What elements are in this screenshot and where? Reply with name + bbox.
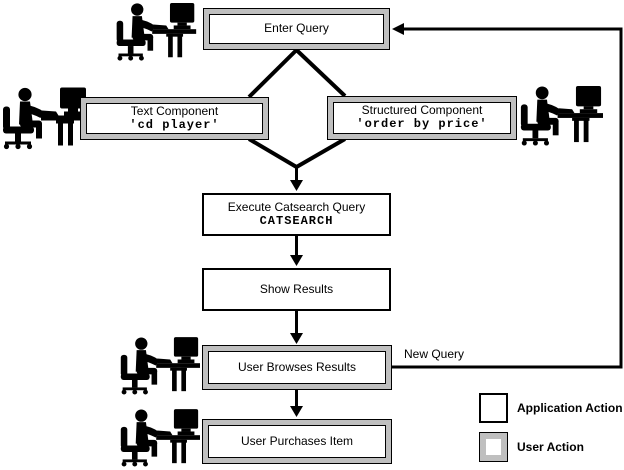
person-at-computer-icon xyxy=(111,3,199,61)
node-user-purchases-item: User Purchases Item xyxy=(202,419,392,464)
node-label: Enter Query xyxy=(264,21,329,36)
arrowhead-into-show xyxy=(290,255,303,266)
person-at-computer-icon xyxy=(118,334,200,398)
node-user-browses-results: User Browses Results xyxy=(202,345,392,390)
arrowhead-into-purchases xyxy=(290,406,303,417)
node-label: Text Component xyxy=(130,103,219,118)
arrowhead-into-enter-query xyxy=(392,23,404,35)
node-code-example: 'order by price' xyxy=(356,117,488,131)
edge-structured-to-merge xyxy=(295,137,346,169)
edge-label-new-query: New Query xyxy=(404,347,465,361)
node-label: Show Results xyxy=(259,281,334,296)
legend-user-action-label: User Action xyxy=(517,440,584,454)
arrowhead-into-browses xyxy=(290,333,303,344)
legend-user-action-swatch xyxy=(479,432,508,462)
person-at-computer-icon xyxy=(118,407,200,469)
node-code-example: CATSEARCH xyxy=(259,213,334,228)
person-at-computer-icon xyxy=(518,84,603,148)
node-enter-query: Enter Query xyxy=(203,8,390,50)
node-label: User Browses Results xyxy=(237,359,357,374)
edge-text-to-merge xyxy=(247,137,298,169)
legend-application-action-label: Application Action xyxy=(517,401,623,415)
edge-enter-to-text xyxy=(247,48,298,99)
edge-enter-to-structured xyxy=(295,48,347,98)
node-label: Execute Catsearch Query xyxy=(227,199,366,214)
node-code-example: 'cd player' xyxy=(129,117,220,132)
node-structured-component: Structured Component 'order by price' xyxy=(327,96,517,140)
person-at-computer-icon xyxy=(0,87,88,150)
arrowhead-into-execute xyxy=(290,180,303,191)
node-show-results: Show Results xyxy=(202,268,391,311)
node-label: Structured Component xyxy=(361,103,483,118)
edge-new-query-loop xyxy=(392,27,623,369)
legend-application-action-swatch xyxy=(479,393,508,423)
node-text-component: Text Component 'cd player' xyxy=(80,97,269,140)
node-label: User Purchases Item xyxy=(240,433,354,448)
node-execute-catsearch: Execute Catsearch Query CATSEARCH xyxy=(202,193,391,236)
